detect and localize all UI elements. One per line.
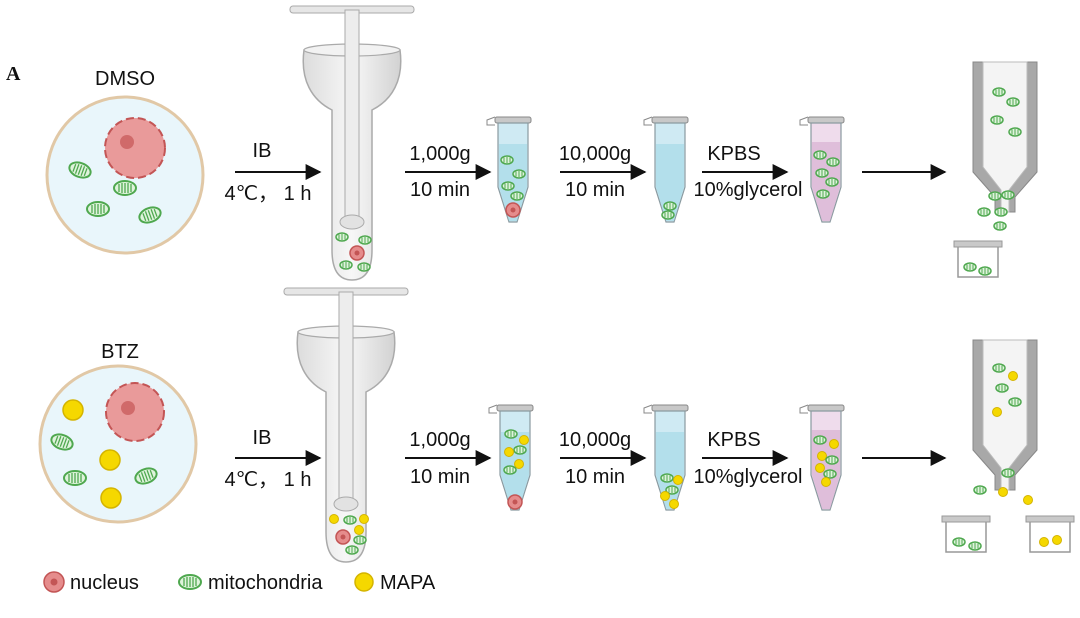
- collection-cup-mito-btz: [941, 515, 991, 553]
- step1-bottom-label: 4℃， 1 h: [225, 183, 312, 205]
- legend-nucleus: nucleus: [43, 571, 139, 594]
- row-btz: BTZ IB 4℃， 1 h: [38, 287, 1075, 563]
- step2-top-label: 1,000g: [409, 429, 470, 451]
- step2-bottom-label: 10 min: [410, 466, 470, 488]
- tube-10000g-dmso: [643, 116, 689, 223]
- step2-top-label: 1,000g: [409, 143, 470, 165]
- step4-bottom-label: 10%glycerol: [694, 466, 803, 488]
- cell-label-dmso: DMSO: [95, 68, 155, 90]
- tube-1000g-dmso: [486, 116, 532, 223]
- step3-arrow-dmso: 10,000g 10 min: [559, 143, 647, 201]
- tube-kpbs-dmso: [799, 116, 845, 223]
- step4-top-label: KPBS: [707, 143, 760, 165]
- step4-arrow-btz: KPBS 10%glycerol: [694, 429, 803, 488]
- step4-arrow-dmso: KPBS 10%glycerol: [694, 143, 803, 201]
- step3-arrow-btz: 10,000g 10 min: [559, 429, 647, 488]
- step3-bottom-label: 10 min: [565, 466, 625, 488]
- tube-kpbs-btz: [799, 404, 845, 511]
- cell-label-btz: BTZ: [101, 341, 139, 363]
- tube-10000g-btz: [643, 404, 689, 511]
- step1-arrow-dmso: IB 4℃， 1 h: [225, 140, 322, 205]
- step4-top-label: KPBS: [707, 429, 760, 451]
- tube-1000g-btz: [488, 404, 534, 511]
- column-dmso: [972, 61, 1038, 217]
- dounce-homogenizer-dmso: [289, 5, 415, 281]
- step1-top-label: IB: [253, 140, 272, 162]
- step1-top-label: IB: [253, 427, 272, 449]
- step1-arrow-btz: IB 4℃， 1 h: [225, 427, 322, 491]
- legend-mapa-label: MAPA: [380, 572, 436, 594]
- falling-mito: [988, 191, 1002, 201]
- cell-dmso: [45, 95, 205, 255]
- legend: nucleus mitochondria MAPA: [43, 571, 436, 594]
- cell-btz: [38, 364, 198, 524]
- legend-mapa: MAPA: [354, 572, 436, 594]
- step2-arrow-btz: 1,000g 10 min: [405, 429, 492, 488]
- legend-mitochondria-label: mitochondria: [208, 572, 323, 594]
- collection-cup-mapa-btz: [1025, 515, 1075, 553]
- column-btz: [972, 339, 1038, 491]
- step2-arrow-dmso: 1,000g 10 min: [405, 143, 492, 201]
- collection-cup-dmso: [953, 240, 1003, 278]
- step3-top-label: 10,000g: [559, 143, 631, 165]
- legend-nucleus-label: nucleus: [70, 572, 139, 594]
- legend-mitochondria: mitochondria: [178, 572, 323, 594]
- step4-bottom-label: 10%glycerol: [694, 179, 803, 201]
- step2-bottom-label: 10 min: [410, 179, 470, 201]
- step3-top-label: 10,000g: [559, 429, 631, 451]
- step1-bottom-label: 4℃， 1 h: [225, 469, 312, 491]
- dounce-homogenizer-btz: [283, 287, 409, 563]
- panel-label: A: [6, 63, 21, 85]
- step3-bottom-label: 10 min: [565, 179, 625, 201]
- row-dmso: DMSO IB 4℃， 1 h 1,000g 10 min: [45, 5, 1038, 281]
